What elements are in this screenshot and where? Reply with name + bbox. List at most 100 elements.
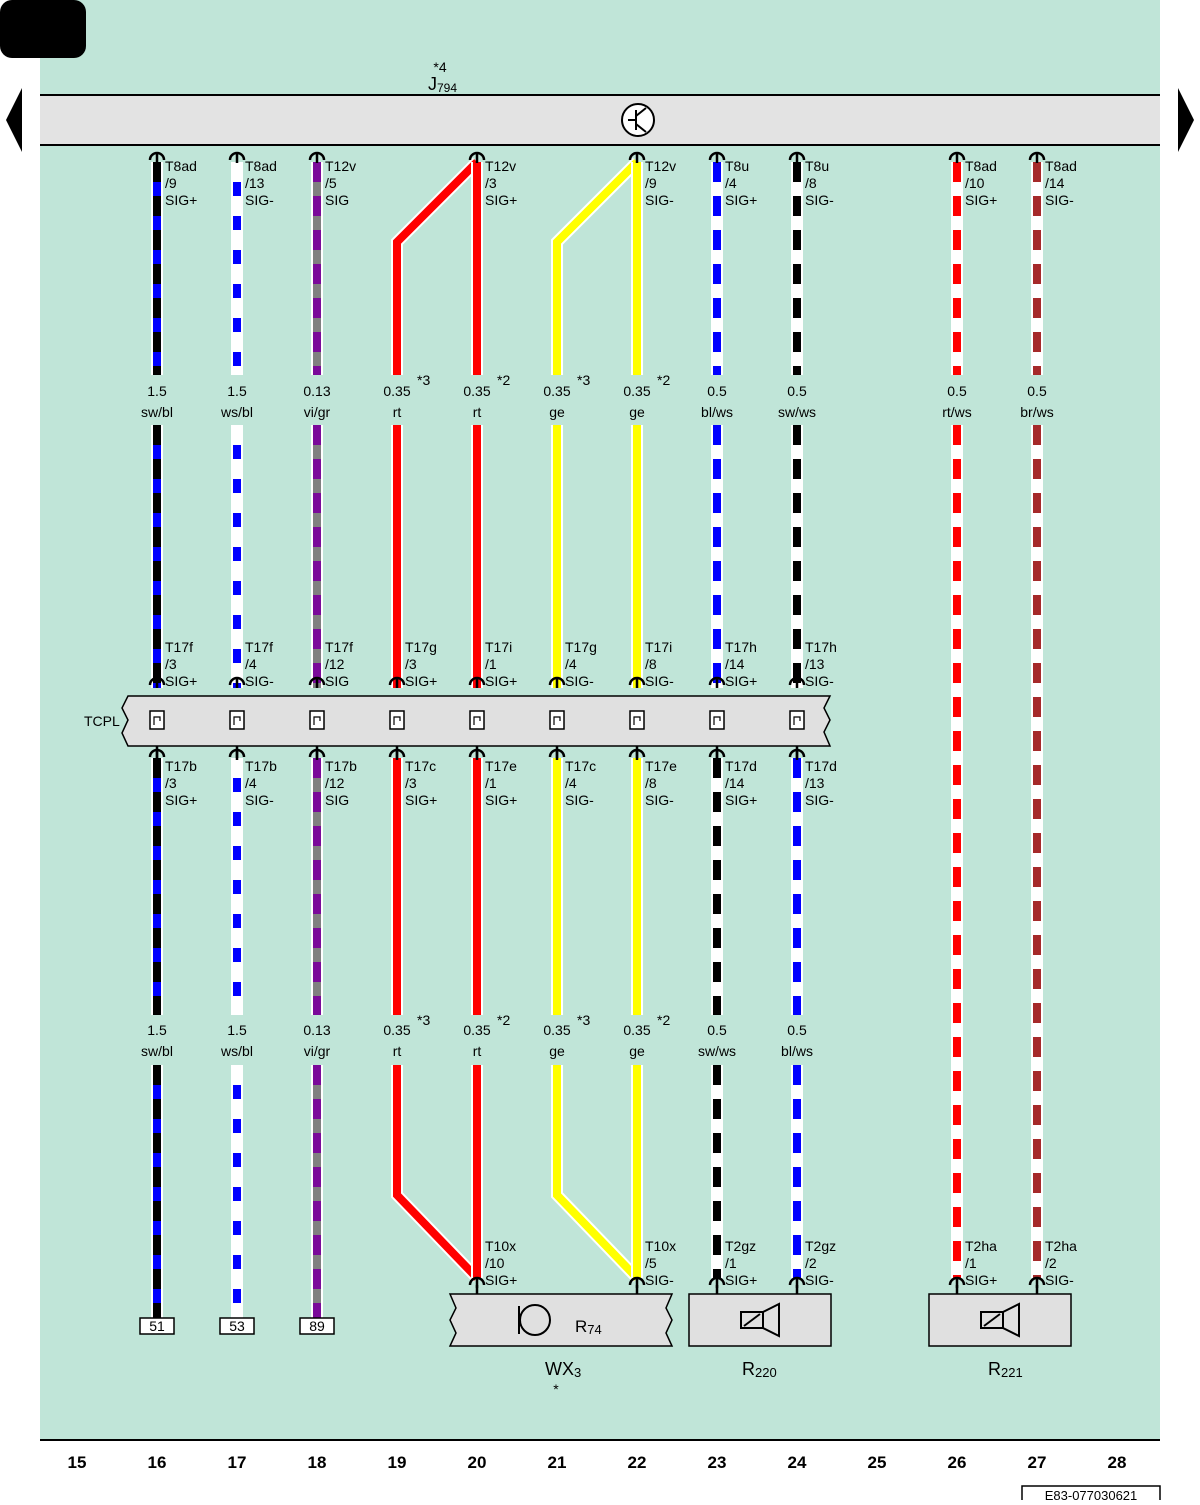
pin-label: SIG+	[485, 673, 517, 689]
wire-gauge: 1.5	[227, 1022, 247, 1038]
wire-color-code: bl/ws	[781, 1043, 813, 1059]
wire-col-19-bottom	[393, 1065, 480, 1281]
column-number: 27	[1028, 1453, 1047, 1472]
pin-label: /2	[1045, 1255, 1057, 1271]
column-number: 15	[68, 1453, 87, 1472]
wire-gauge: 0.35	[623, 1022, 650, 1038]
pin-label: /9	[165, 175, 177, 191]
pin-label: /8	[805, 175, 817, 191]
tcpl-terminal	[309, 710, 325, 730]
wire-color-code: bl/ws	[701, 404, 733, 420]
wire-color-code: br/ws	[1020, 404, 1053, 420]
column-number: 26	[948, 1453, 967, 1472]
tcpl-terminal	[389, 710, 405, 730]
pin-label: T2ha	[965, 1238, 997, 1254]
pin-label: T17i	[645, 639, 672, 655]
tcpl-terminal-mark	[793, 716, 801, 725]
pin-label: SIG-	[805, 192, 834, 208]
tcpl-terminal-mark	[233, 716, 241, 725]
next-page-arrow[interactable]	[1178, 88, 1194, 152]
pin-label: /5	[645, 1255, 657, 1271]
tcpl-terminal-mark	[393, 716, 401, 725]
continuation-box	[299, 1317, 335, 1335]
tcpl-terminal-mark	[713, 716, 721, 725]
pin-label: SIG+	[405, 673, 437, 689]
pin-label: SIG+	[485, 192, 517, 208]
pin-label: /10	[965, 175, 985, 191]
pin-label: /3	[485, 175, 497, 191]
tcpl-terminal	[789, 710, 805, 730]
pin-label: /3	[405, 656, 417, 672]
wire-gauge: 0.35	[463, 383, 490, 399]
pin-label: T8ad	[1045, 158, 1077, 174]
column-number: 21	[548, 1453, 567, 1472]
wire-color-code: ws/bl	[220, 404, 253, 420]
j794-note: *4	[433, 59, 446, 75]
pin-label: /3	[165, 775, 177, 791]
pin-label: T2ha	[1045, 1238, 1077, 1254]
pin-label: /13	[805, 775, 825, 791]
wire-note: *2	[657, 372, 670, 388]
j794-label: J794	[428, 74, 457, 95]
wire-color-code: rt	[473, 1043, 482, 1059]
pin-label: T17i	[485, 639, 512, 655]
pin-label: T17b	[165, 758, 197, 774]
pin-label: T2gz	[805, 1238, 836, 1254]
tcpl-terminal-mark	[473, 716, 481, 725]
pin-label: T12v	[645, 158, 676, 174]
pin-label: /4	[565, 656, 577, 672]
column-number: 22	[628, 1453, 647, 1472]
pin-label: SIG+	[965, 1272, 997, 1288]
pin-label: /14	[725, 656, 745, 672]
pin-label: SIG-	[245, 792, 274, 808]
pin-label: SIG+	[165, 673, 197, 689]
wire-color-code: ge	[549, 1043, 565, 1059]
column-number: 23	[708, 1453, 727, 1472]
wire-color-code: ws/bl	[220, 1043, 253, 1059]
prev-page-arrow[interactable]	[6, 88, 22, 152]
component-r221	[928, 1293, 1072, 1347]
wire-gauge: 0.5	[707, 1022, 727, 1038]
wire-gauge: 0.35	[463, 1022, 490, 1038]
pin-label: /9	[645, 175, 657, 191]
pin-label: T12v	[325, 158, 356, 174]
wire-gauge: 1.5	[227, 383, 247, 399]
wire-gauge: 0.13	[303, 383, 330, 399]
pin-label: T17f	[165, 639, 193, 655]
pin-label: /14	[1045, 175, 1065, 191]
pin-label: SIG+	[165, 792, 197, 808]
wire-color-code: ge	[629, 1043, 645, 1059]
labels-group: T8ad/9SIG+1.5sw/blT17f/3SIG+T17b/3SIG+1.…	[141, 158, 1077, 1334]
pin-label: /2	[805, 1255, 817, 1271]
wire-color-code: rt	[473, 404, 482, 420]
pin-label: SIG-	[1045, 1272, 1074, 1288]
wire-note: *2	[497, 372, 510, 388]
component-r74: R74	[448, 1293, 674, 1347]
wx3-label: WX3	[545, 1359, 581, 1380]
pin-label: /4	[725, 175, 737, 191]
pin-label: SIG-	[245, 192, 274, 208]
speaker-icon	[518, 1304, 551, 1336]
wire-gauge: 0.5	[1027, 383, 1047, 399]
pin-label: T17b	[325, 758, 357, 774]
pin-label: /14	[725, 775, 745, 791]
wire-gauge: 0.13	[303, 1022, 330, 1038]
pin-label: T17f	[325, 639, 353, 655]
pin-label: /1	[965, 1255, 977, 1271]
tcpl-terminal	[709, 710, 725, 730]
pin-label: T17g	[565, 639, 597, 655]
wire-note: *3	[577, 372, 590, 388]
wires-group	[139, 151, 1046, 1335]
pin-label: SIG+	[165, 192, 197, 208]
pin-label: SIG+	[725, 192, 757, 208]
continuation-label: 53	[229, 1318, 245, 1334]
pin-label: SIG	[325, 673, 349, 689]
pin-label: /1	[725, 1255, 737, 1271]
loudspeaker-icon	[980, 1302, 1020, 1338]
wire-note: *3	[417, 1012, 430, 1028]
pin-label: T8ad	[165, 158, 197, 174]
pin-label: T17e	[485, 758, 517, 774]
r220-label: R220	[742, 1359, 777, 1380]
wire-note: *2	[657, 1012, 670, 1028]
wire-note: *3	[417, 372, 430, 388]
